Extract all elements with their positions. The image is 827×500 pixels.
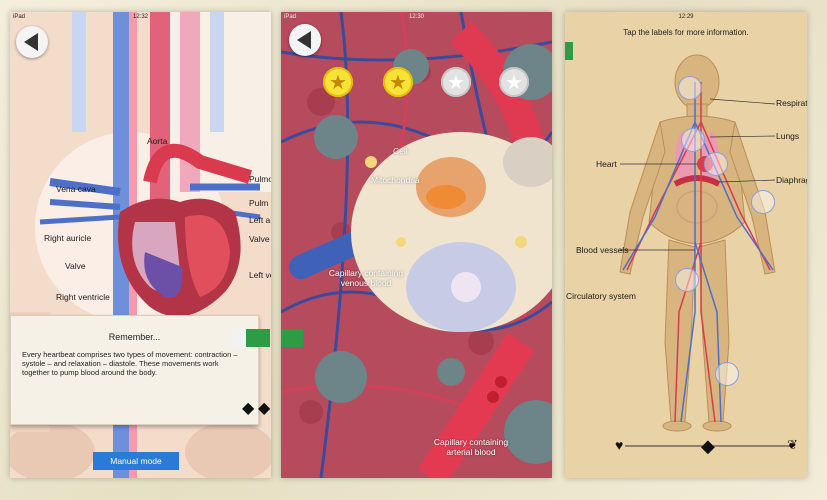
label-arterial-capillary[interactable]: Capillary containing arterial blood xyxy=(433,437,509,457)
cell-screen: iPad 12:30 ★ ★ ★ ★ Cell Mitochondria Cap… xyxy=(281,12,552,478)
label-pulmonary-mid[interactable]: Pulm xyxy=(249,198,269,208)
label-right-ventricle[interactable]: Right ventricle xyxy=(56,292,110,302)
lungs-icon[interactable]: ❦ xyxy=(787,437,798,452)
star-glyph: ★ xyxy=(389,71,407,94)
label-left-ventricle[interactable]: Left ve xyxy=(249,270,271,280)
back-arrow-icon xyxy=(23,33,38,51)
remember-text: Every heartbeat comprises two types of m… xyxy=(22,350,238,377)
label-blood-vessels[interactable]: Blood vessels xyxy=(576,245,629,255)
star-icon[interactable]: ★ xyxy=(441,67,471,97)
label-left-atrium[interactable]: Left a xyxy=(249,215,271,225)
label-circulatory-system[interactable]: Circulatory system xyxy=(566,291,636,301)
side-tab-toggle[interactable] xyxy=(281,329,303,347)
status-bar: 12:29 xyxy=(565,12,807,22)
status-bar: iPad 12:32 xyxy=(10,12,271,22)
diamond-icon[interactable]: ◆ xyxy=(242,400,255,417)
label-mitochondria[interactable]: Mitochondria xyxy=(371,175,420,185)
label-pulmonary-top[interactable]: Pulmo xyxy=(249,174,271,184)
back-button[interactable] xyxy=(16,26,48,58)
remember-title: Remember... xyxy=(108,332,161,342)
diamond-icon[interactable]: ◆ xyxy=(701,436,715,456)
clock-label: 12:32 xyxy=(132,14,148,20)
star-glyph: ★ xyxy=(505,71,523,94)
remember-card: Remember... Every heartbeat comprises tw… xyxy=(10,315,259,425)
label-valve-left[interactable]: Valve xyxy=(65,261,86,271)
clock-label: 12:30 xyxy=(408,14,424,20)
side-tab-toggle[interactable] xyxy=(232,329,270,347)
label-cell[interactable]: Cell xyxy=(393,146,408,156)
status-bar: iPad 12:30 xyxy=(281,12,552,22)
label-valve-right[interactable]: Valve xyxy=(249,234,270,244)
clock-label: 12:29 xyxy=(678,14,694,20)
heart-icon[interactable]: ♥ xyxy=(615,437,624,453)
heart-screen: iPad 12:32 Aorta Vena cava Pulmo Pulm Le… xyxy=(10,12,271,478)
hotspot-diaphragm[interactable] xyxy=(751,190,775,214)
label-right-auricle[interactable]: Right auricle xyxy=(44,233,92,243)
manual-mode-button[interactable]: Manual mode xyxy=(93,452,179,470)
body-screen: 12:29 Tap the labels for more informatio… xyxy=(565,12,807,478)
back-arrow-icon xyxy=(296,31,311,49)
hotspot-head[interactable] xyxy=(678,76,702,100)
label-respiratory[interactable]: Respiratory xyxy=(776,98,807,108)
carrier-label: iPad xyxy=(13,14,26,20)
label-aorta[interactable]: Aorta xyxy=(147,136,168,146)
carrier-label: iPad xyxy=(284,14,297,20)
hotspot-heart[interactable] xyxy=(704,152,728,176)
back-button[interactable] xyxy=(289,24,321,56)
label-venous-capillary[interactable]: Capillary containing venous blood xyxy=(328,268,404,288)
label-vena-cava[interactable]: Vena cava xyxy=(56,184,96,194)
label-diaphragm[interactable]: Diaphragm xyxy=(776,175,807,185)
star-glyph: ★ xyxy=(329,71,347,94)
star-icon[interactable]: ★ xyxy=(323,67,353,97)
label-lungs[interactable]: Lungs xyxy=(776,131,800,141)
star-icon[interactable]: ★ xyxy=(383,67,413,97)
star-glyph: ★ xyxy=(447,71,465,94)
side-tab-toggle[interactable] xyxy=(565,42,573,60)
hotspot-leg[interactable] xyxy=(715,362,739,386)
star-icon[interactable]: ★ xyxy=(499,67,529,97)
label-heart[interactable]: Heart xyxy=(596,159,617,169)
diamond-icon-2[interactable]: ◆ xyxy=(258,400,271,417)
hint-text: Tap the labels for more information. xyxy=(623,28,749,37)
hotspot-blood-vessels[interactable] xyxy=(675,268,699,292)
hotspot-lungs[interactable] xyxy=(681,128,705,152)
